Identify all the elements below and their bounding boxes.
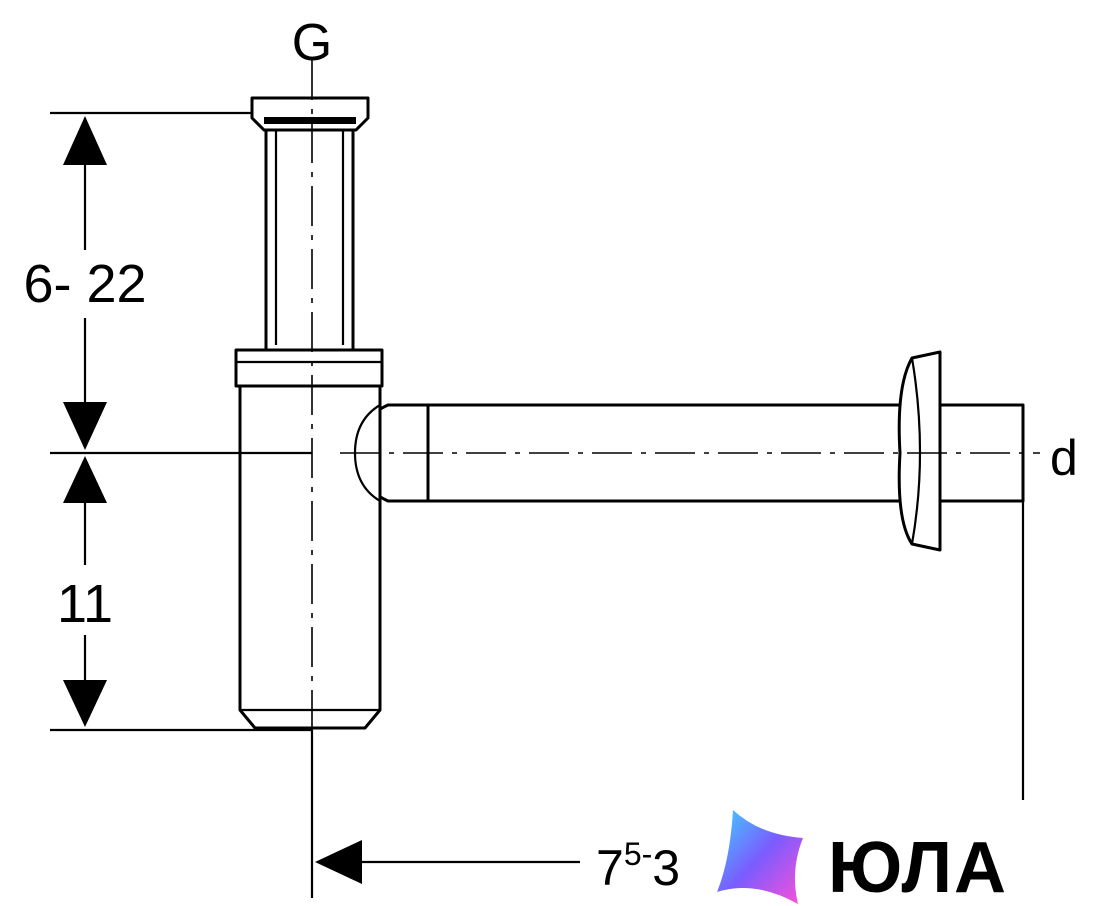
watermark: ЮЛА bbox=[700, 810, 1008, 906]
dimension-arrow-down-icon bbox=[63, 402, 107, 450]
inlet-tube bbox=[250, 96, 370, 352]
siphon-body bbox=[234, 348, 384, 730]
label-horizontal-range: 75-3 bbox=[596, 836, 680, 896]
watermark-text: ЮЛА bbox=[828, 828, 1008, 906]
label-height-range: 6- 22 bbox=[23, 254, 146, 314]
dimension-arrow-down-icon bbox=[63, 680, 107, 727]
dimension-arrow-up-icon bbox=[63, 116, 107, 165]
horizontal-dimension bbox=[310, 501, 1025, 898]
label-horizontal-tail: 3 bbox=[652, 840, 680, 896]
label-horizontal-sup: 5- bbox=[624, 836, 652, 872]
star-sparkle-logo-icon bbox=[717, 810, 803, 904]
wall-flange bbox=[897, 350, 942, 552]
label-d: d bbox=[1050, 430, 1078, 486]
label-g: G bbox=[292, 14, 332, 72]
vertical-dimensions bbox=[50, 111, 312, 732]
dimension-arrow-left-icon bbox=[315, 840, 362, 884]
dimension-arrow-up-icon bbox=[63, 456, 107, 503]
label-horizontal-base: 7 bbox=[596, 840, 624, 896]
label-lower-height: 11 bbox=[57, 574, 113, 634]
